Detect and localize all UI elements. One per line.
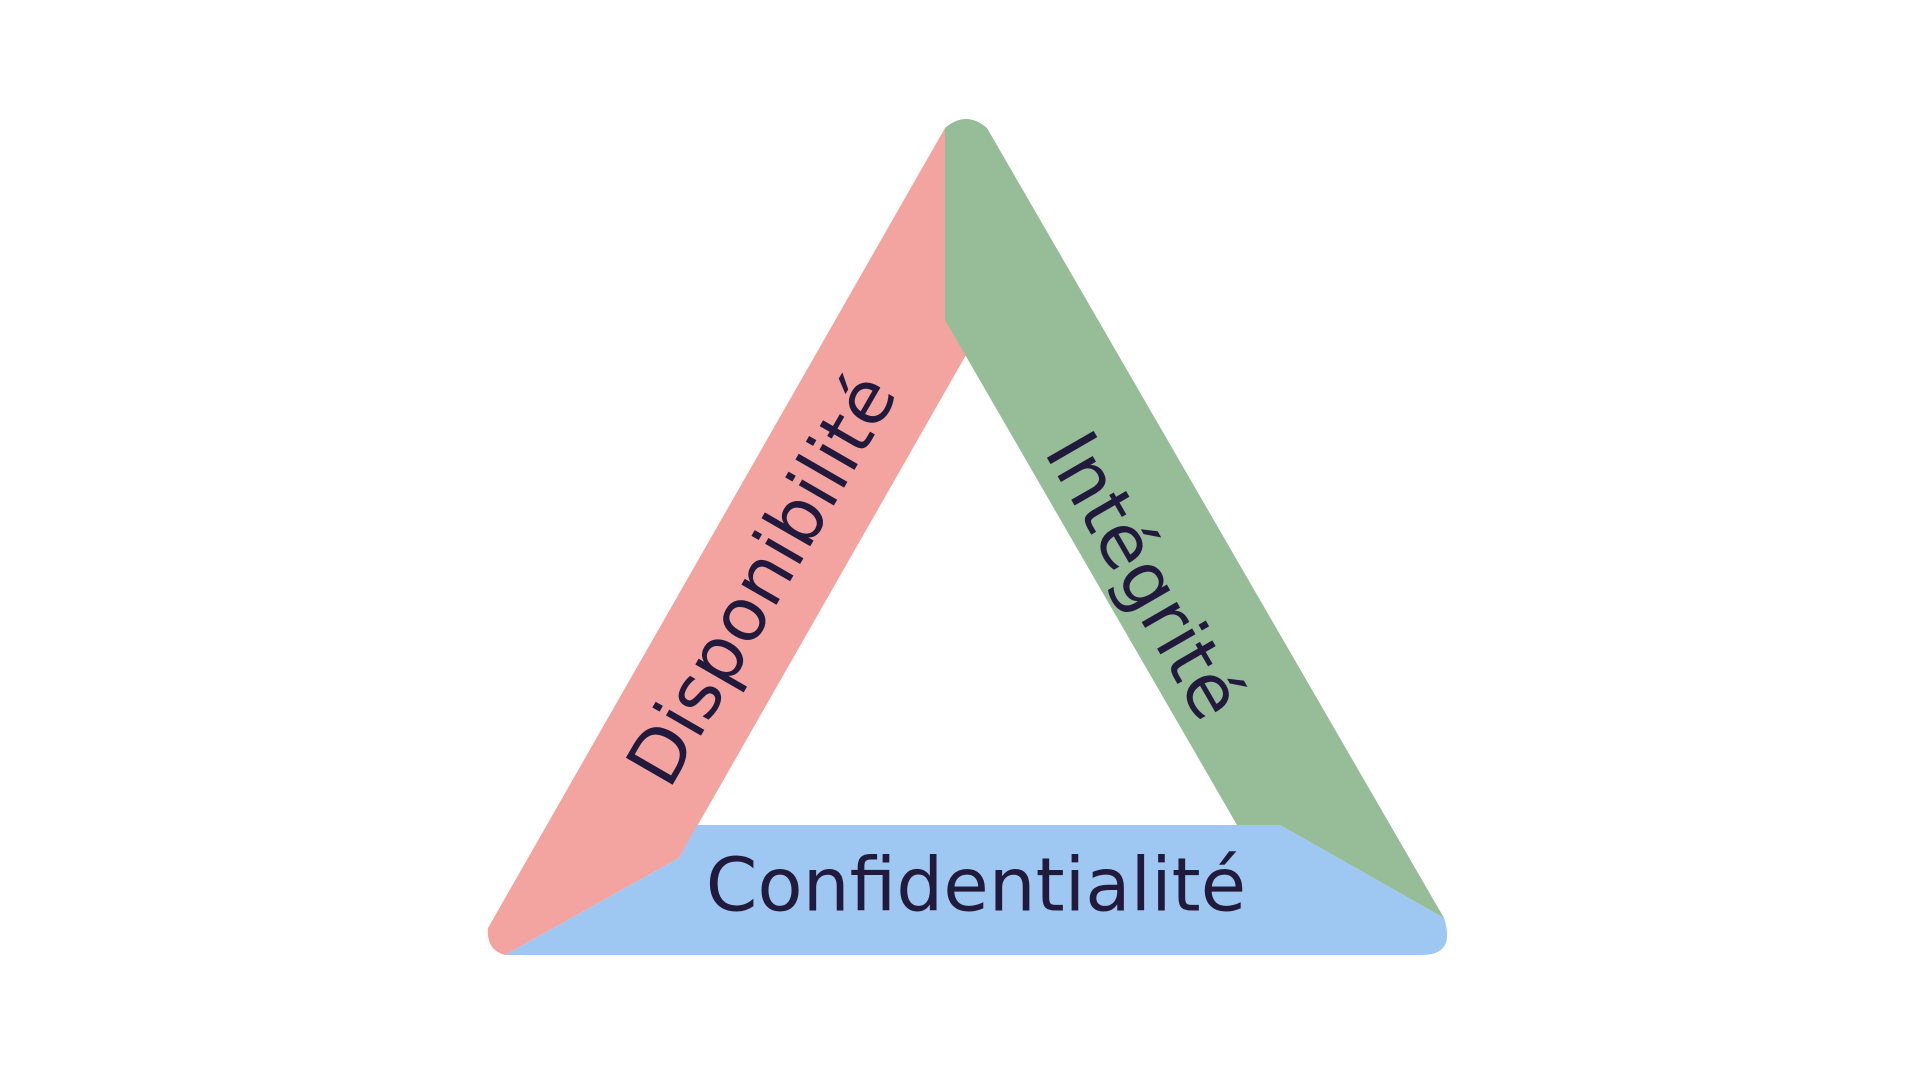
- availability-band: [487, 128, 966, 955]
- availability-label: Disponibilité: [610, 359, 914, 800]
- confidentiality-band: [505, 825, 1448, 955]
- integrity-band: [945, 119, 1444, 918]
- confidentiality-label: Confidentialité: [706, 843, 1246, 929]
